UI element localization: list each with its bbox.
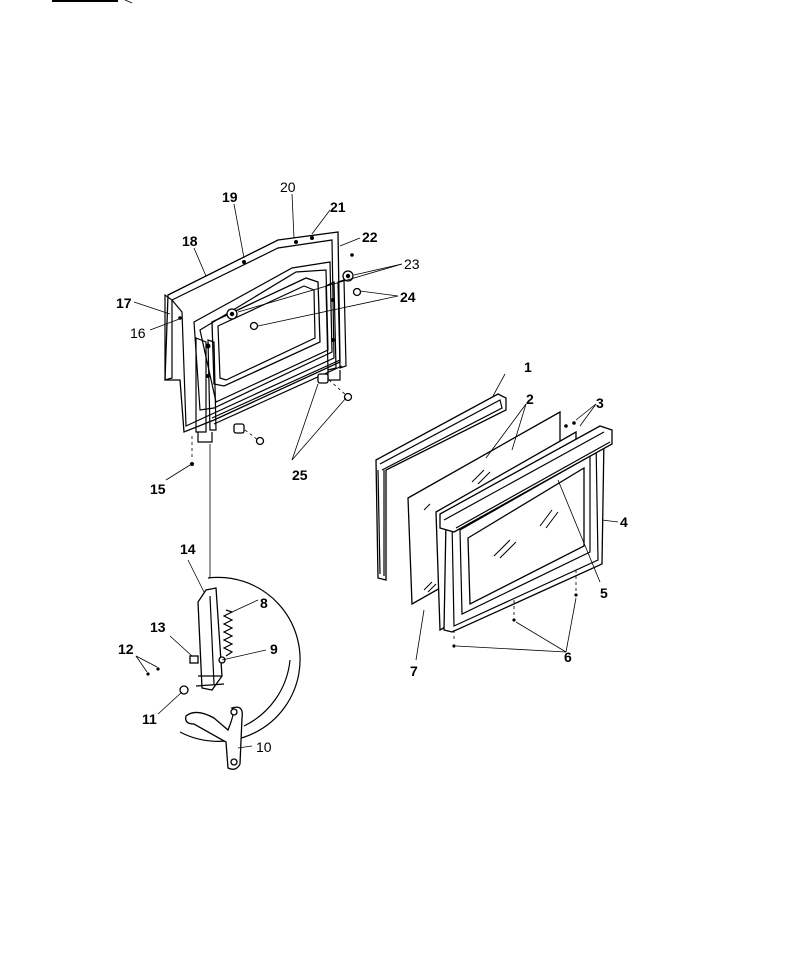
label-13: 13 [150, 619, 166, 635]
label-18: 18 [182, 233, 198, 249]
label-7: 7 [410, 663, 418, 679]
label-10: 10 [256, 739, 272, 755]
label-11: 11 [142, 711, 157, 727]
leader-lines [133, 193, 619, 749]
hinge-detail-circle [146, 576, 301, 770]
label-14: 14 [180, 541, 196, 557]
inner-door-panel [164, 231, 354, 443]
spacers-23-24 [226, 270, 362, 331]
screw-15-and-guide [190, 436, 211, 578]
label-6: 6 [564, 649, 572, 665]
label-2: 2 [526, 391, 534, 407]
label-5: 5 [600, 585, 608, 601]
label-20: 20 [280, 179, 296, 195]
top-edge-marks [52, 0, 133, 4]
door-seal-1 [375, 393, 507, 581]
label-16: 16 [130, 325, 146, 341]
label-21: 21 [330, 199, 346, 215]
label-15: 15 [150, 481, 166, 497]
handle-trim-5 [439, 425, 613, 533]
label-23: 23 [404, 256, 420, 272]
label-25: 25 [292, 467, 308, 483]
label-8: 8 [260, 595, 268, 611]
door-frame-4 [443, 433, 605, 633]
label-19: 19 [222, 189, 238, 205]
screws-3-and-6 [452, 421, 578, 648]
label-17: 17 [116, 295, 132, 311]
label-3: 3 [596, 395, 604, 411]
spacers-25 [233, 373, 353, 446]
label-4: 4 [620, 514, 628, 530]
label-1: 1 [524, 359, 532, 375]
label-24: 24 [400, 289, 416, 305]
label-22: 22 [362, 229, 378, 245]
part-labels: 1 2 3 4 5 6 7 8 9 10 11 12 13 14 15 16 1… [116, 179, 628, 755]
label-12: 12 [118, 641, 134, 657]
label-9: 9 [270, 641, 278, 657]
